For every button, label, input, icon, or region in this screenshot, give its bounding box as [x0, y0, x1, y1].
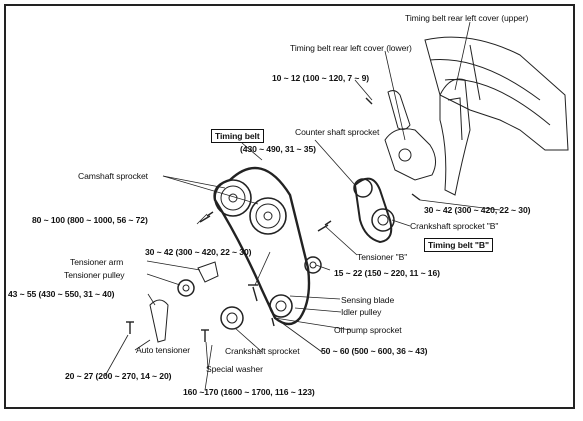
tensioner-pulley-shape	[177, 261, 219, 297]
torque-160-170: 160 ~170 (1600 ~ 1700, 116 ~ 123)	[183, 387, 315, 397]
timing-belt-shape	[213, 166, 311, 326]
crankshaft-sprocket-shape	[220, 294, 293, 330]
torque-20-27: 20 ~ 27 (200 ~ 270, 14 ~ 20)	[65, 371, 172, 381]
label-special-washer: Special washer	[206, 364, 263, 374]
label-timing-belt-b: Timing belt "B"	[424, 238, 493, 252]
label-tensioner-b: Tensioner "B"	[357, 252, 408, 262]
camshaft-sprocket-shape	[214, 179, 287, 235]
torque-30-42-right: 30 ~ 42 (300 ~ 420, 22 ~ 30)	[424, 205, 531, 215]
label-sensing-blade: Sensing blade	[341, 295, 395, 305]
bracket	[387, 90, 411, 130]
label-rear-left-cover-upper: Timing belt rear left cover (upper)	[405, 13, 529, 23]
label-oil-pump-sprocket: Oil pump sprocket	[334, 325, 402, 335]
label-auto-tensioner: Auto tensioner	[136, 345, 191, 355]
timing-belt-b-shape	[304, 177, 395, 274]
label-tensioner-arm: Tensioner arm	[70, 257, 124, 267]
torque-15-22: 15 ~ 22 (150 ~ 220, 11 ~ 16)	[334, 268, 440, 278]
label-rear-left-cover-lower: Timing belt rear left cover (lower)	[290, 43, 412, 53]
torque-50-60: 50 ~ 60 (500 ~ 600, 36 ~ 43)	[321, 346, 428, 356]
label-camshaft-sprocket: Camshaft sprocket	[78, 171, 148, 181]
label-idler-pulley: Idler pulley	[341, 307, 382, 317]
label-counter-shaft-sprocket: Counter shaft sprocket	[295, 127, 380, 137]
leader-lines	[104, 21, 501, 391]
auto-tensioner-shape	[149, 299, 169, 343]
torque-43-55: 43 ~ 55 (430 ~ 550, 31 ~ 40)	[8, 289, 115, 299]
rear-cover-lower-shape	[384, 128, 436, 181]
label-crankshaft-sprocket: Crankshaft sprocket	[225, 346, 300, 356]
diagram-frame	[4, 4, 575, 409]
label-timing-belt: Timing belt	[211, 129, 264, 143]
torque-10-12: 10 ~ 12 (100 ~ 120, 7 ~ 9)	[272, 73, 370, 83]
torque-30-42-left: 30 ~ 42 (300 ~ 420, 22 ~ 30)	[145, 247, 252, 257]
label-crankshaft-sprocket-b: Crankshaft sprocket "B"	[410, 221, 499, 231]
label-tensioner-pulley: Tensioner pulley	[64, 270, 125, 280]
torque-80-100: 80 ~ 100 (800 ~ 1000, 56 ~ 72)	[32, 215, 148, 225]
rear-cover-upper-shape	[439, 78, 471, 196]
engine-block-outline	[424, 36, 569, 151]
torque-430-490: (430 ~ 490, 31 ~ 35)	[240, 144, 316, 154]
bolts	[126, 97, 421, 342]
